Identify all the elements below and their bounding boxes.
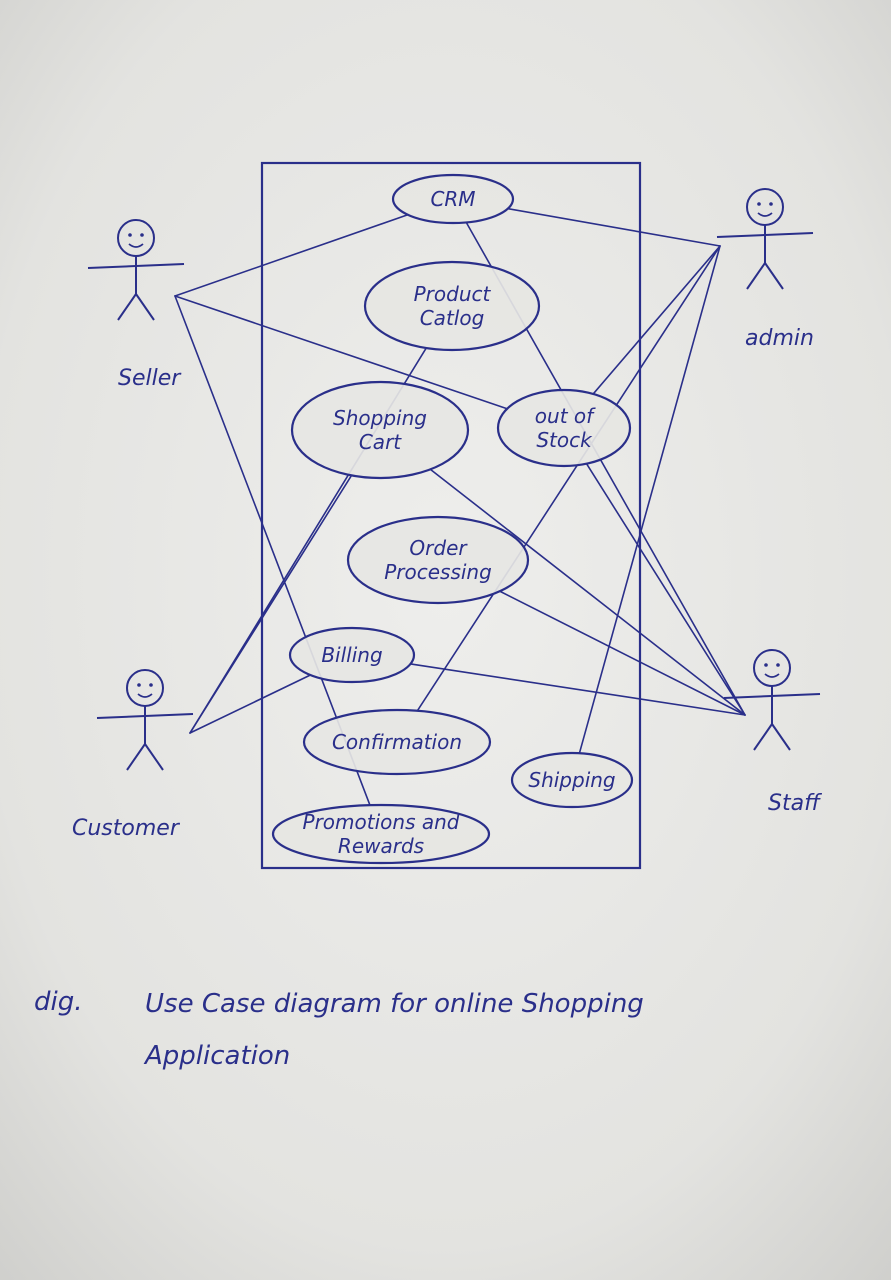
actor-leg-left <box>126 743 146 771</box>
actor-head <box>126 669 164 707</box>
use-case-ellipse <box>391 173 515 225</box>
actor-leg-right <box>135 293 155 321</box>
eye-icon <box>776 663 780 667</box>
actor-head <box>117 219 155 257</box>
use-case-label: Rewards <box>338 834 424 858</box>
association-seller-out_of_stock <box>174 295 508 410</box>
association-staff-order_processing <box>499 590 746 716</box>
use-case-label: Catlog <box>420 306 485 330</box>
actor-head <box>746 188 784 226</box>
actor-label: Customer <box>72 816 181 841</box>
eye-icon <box>128 233 132 237</box>
use-case-label: Confirmation <box>332 730 462 754</box>
use-case-label: Stock <box>536 428 593 452</box>
system-boundary <box>260 161 642 870</box>
use-case-ellipse <box>271 803 491 865</box>
association-admin-confirmation <box>416 245 721 712</box>
actor-arms <box>87 263 185 269</box>
use-case-label: Billing <box>321 643 382 667</box>
actor-leg-left <box>117 293 137 321</box>
actor-arms <box>716 232 814 238</box>
eye-icon <box>149 683 153 687</box>
association-customer-billing <box>189 674 312 734</box>
use-case-ellipse <box>302 708 492 776</box>
association-staff-billing <box>409 663 746 716</box>
actor-arms <box>96 713 194 719</box>
use-case-label: out of <box>535 404 596 428</box>
actor-label: admin <box>745 326 814 351</box>
association-seller-crm <box>174 213 409 297</box>
smile-icon <box>764 673 780 678</box>
actor-leg-right <box>771 723 791 751</box>
use-case-label: Processing <box>384 560 492 584</box>
actor-leg-right <box>144 743 164 771</box>
smile-icon <box>128 243 144 248</box>
association-staff-out_of_stock <box>585 462 746 716</box>
association-admin-crm <box>507 207 721 247</box>
actor-head <box>753 649 791 687</box>
caption-line-1: Use Case diagram for online Shopping <box>145 989 644 1019</box>
association-admin-shipping <box>578 245 721 755</box>
use-case-ellipse <box>363 260 541 352</box>
use-case-confirmation: Confirmation <box>302 708 492 776</box>
caption-prefix: dig. <box>34 987 83 1017</box>
smile-icon <box>757 212 773 217</box>
association-customer-shopping_cart <box>189 474 353 734</box>
actor-seller: Seller <box>87 219 185 391</box>
eye-icon <box>764 663 768 667</box>
use-case-ellipse <box>510 751 634 809</box>
eye-icon <box>757 202 761 206</box>
use-case-ellipse <box>346 515 530 605</box>
association-staff-shopping_cart <box>429 468 746 716</box>
actor-leg-right <box>764 262 784 290</box>
use-case-billing: Billing <box>288 626 416 684</box>
use-case-shipping: Shipping <box>510 751 634 809</box>
use-case-label: Shopping <box>333 406 427 430</box>
smile-icon <box>137 693 153 698</box>
actor-leg-left <box>753 723 773 751</box>
actor-label: Staff <box>768 791 822 816</box>
actor-staff: Staff <box>723 649 822 816</box>
use-case-label: Product <box>414 282 492 306</box>
use-case-label: CRM <box>430 187 475 211</box>
use-case-crm: CRM <box>391 173 515 225</box>
actor-label: Seller <box>118 366 182 391</box>
actor-leg-left <box>746 262 766 290</box>
use-case-label: Cart <box>359 430 402 454</box>
eye-icon <box>769 202 773 206</box>
use-case-label: Promotions and <box>303 810 460 834</box>
actor-customer: Customer <box>72 669 194 841</box>
use-case-ellipse <box>288 626 416 684</box>
association-admin-out_of_stock <box>592 245 721 395</box>
caption-line-2: Application <box>143 1041 290 1071</box>
eye-icon <box>140 233 144 237</box>
use-case-ellipse <box>496 388 632 468</box>
eye-icon <box>137 683 141 687</box>
use-case-ellipse <box>290 380 470 480</box>
use-case-label: Order <box>409 536 468 560</box>
use-case-label: Shipping <box>528 768 615 792</box>
actor-admin: admin <box>716 188 814 351</box>
actor-arms <box>723 693 821 699</box>
